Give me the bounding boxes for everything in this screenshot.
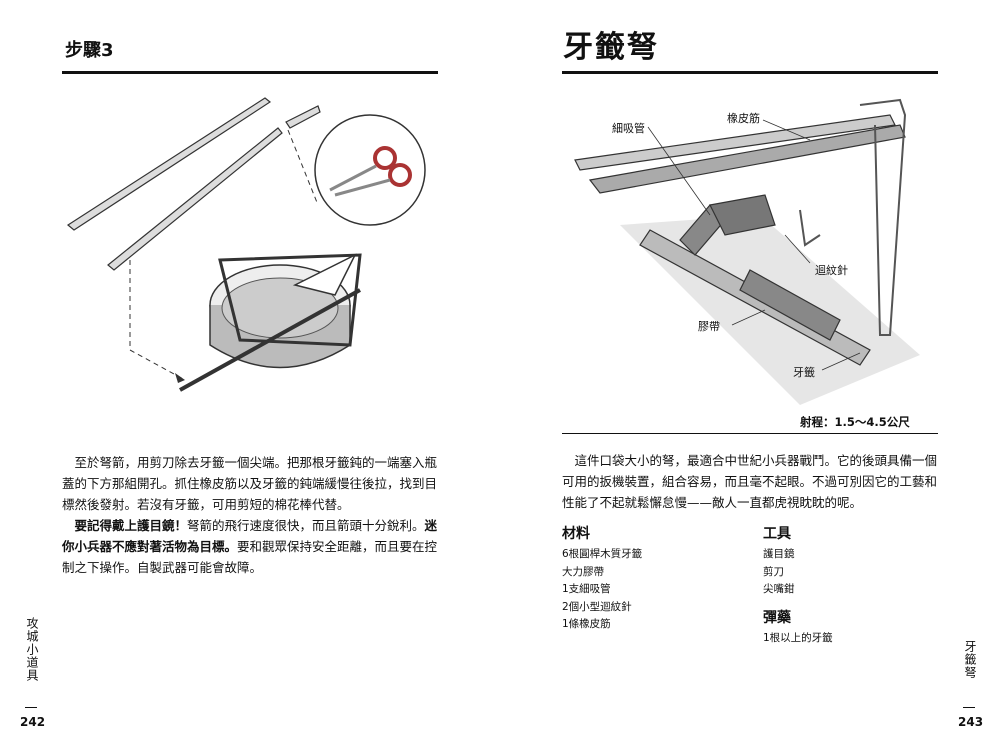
range-rule <box>562 433 938 434</box>
tools-heading: 工具 <box>763 526 791 542</box>
material-item: 1條橡皮筋 <box>562 618 611 630</box>
page-number-dash <box>25 707 37 708</box>
material-item: 2個小型迴紋針 <box>562 600 632 613</box>
materials-heading: 材料 <box>562 526 590 542</box>
page-number-left: 242 <box>20 715 46 729</box>
safety-text-1: 弩箭的飛行速度很快，而且箭頭十分銳利。 <box>187 518 425 533</box>
material-item: 大力膠帶 <box>562 565 604 578</box>
safety-bold-1: 要記得戴上護目鏡！ <box>74 518 188 533</box>
left-side-label: 攻城小道具 <box>25 617 39 682</box>
tool-item: 剪刀 <box>763 565 784 578</box>
tools-list: 工具 護目鏡 剪刀 尖嘴鉗 彈藥 1根以上的牙籤 <box>763 523 833 647</box>
step3-paragraph: 至於弩箭，用剪刀除去牙籤一個尖端。把那根牙籤鈍的一端塞入瓶蓋的下方那組開孔。抓住… <box>62 455 438 512</box>
title-rule <box>562 71 938 74</box>
label-paperclip: 迴紋針 <box>815 264 848 277</box>
tool-item: 護目鏡 <box>763 548 795 560</box>
tool-item: 尖嘴鉗 <box>763 583 795 595</box>
safety-text-2: 要和觀眾保持安全距離，而且要在控制之下操作。自製武器可能會故障。 <box>62 539 438 575</box>
material-item: 1支細吸管 <box>562 583 611 595</box>
page-number-right: 243 <box>958 715 984 729</box>
range-text: 射程：1.5～4.5公尺 <box>800 415 910 429</box>
safety-bold-2: 迷你小兵器不應對著活物為目標。 <box>62 518 438 554</box>
crossbow-illustration <box>574 98 920 405</box>
heading-rule <box>62 71 438 74</box>
label-tape: 膠帶 <box>698 320 720 333</box>
materials-list: 材料 6根圓桿木質牙籤 大力膠帶 1支細吸管 2個小型迴紋針 1條橡皮筋 <box>562 523 642 634</box>
step3-illustration <box>66 97 426 392</box>
ammo-item: 1根以上的牙籤 <box>763 631 833 644</box>
ammo-heading: 彈藥 <box>763 609 791 626</box>
safety-paragraph: 要記得戴上護目鏡！弩箭的飛行速度很快，而且箭頭十分銳利。迷你小兵器不應對著活物為… <box>62 515 438 578</box>
page-title: 牙籤弩 <box>563 30 659 65</box>
label-rubber-band: 橡皮筋 <box>727 112 760 125</box>
label-straw: 細吸管 <box>612 122 645 135</box>
step-heading: 步驟3 <box>65 40 114 61</box>
intro-paragraph: 這件口袋大小的弩，最適合中世紀小兵器戰鬥。它的後頭具備一個可用的扳機裝置，組合容… <box>562 453 938 510</box>
material-item: 6根圓桿木質牙籤 <box>562 548 643 560</box>
page-number-dash <box>963 707 975 708</box>
right-side-label: 牙籤弩 <box>963 640 977 679</box>
label-toothpick: 牙籤 <box>793 366 815 379</box>
